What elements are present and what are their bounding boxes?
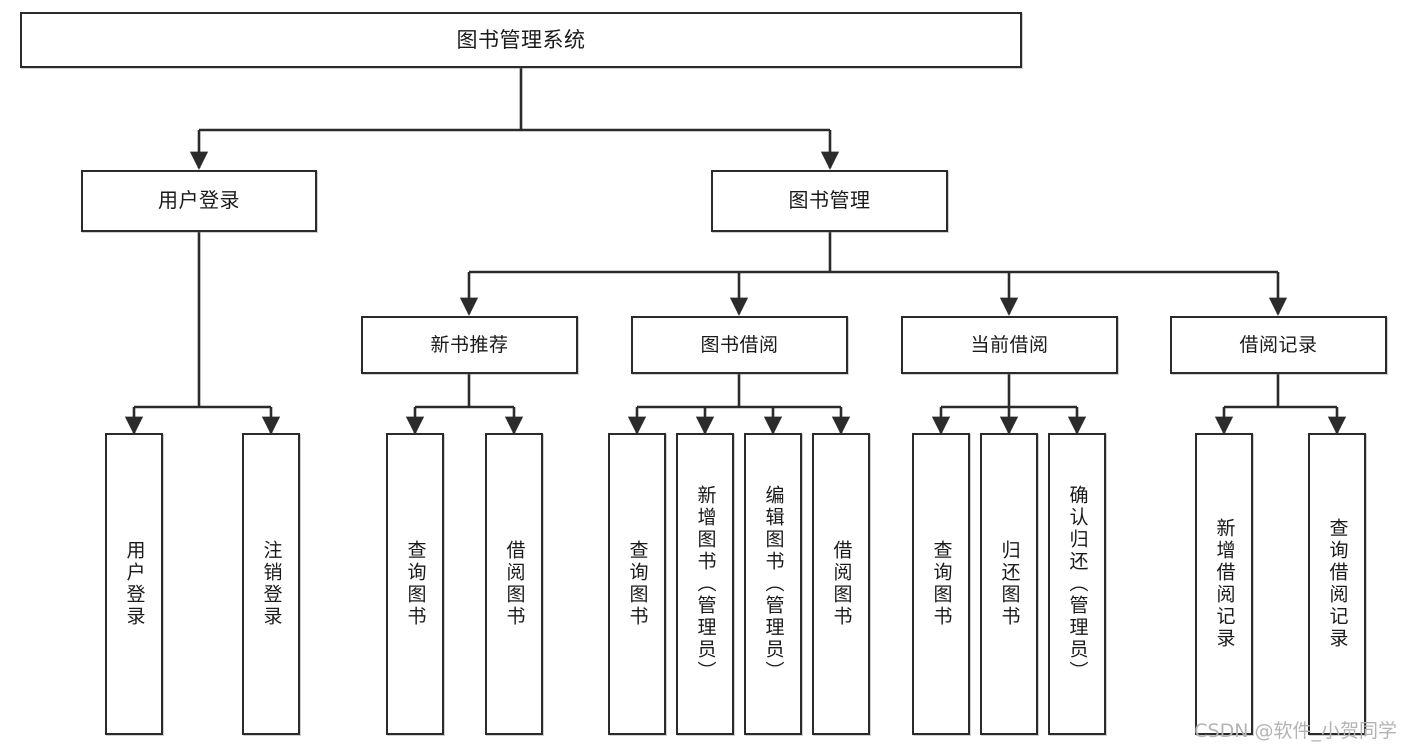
node-label: 借阅图书 [503,540,526,628]
node-label: 查询图书 [626,540,649,628]
node-label: 用户登录 [158,188,240,213]
leaf-current-borrow-confirm-return-admin[interactable]: 确认归还（管理员） [1048,433,1106,735]
leaf-book-borrow-query-book[interactable]: 查询图书 [608,433,666,735]
node-label: 借阅图书 [830,540,853,628]
leaf-book-borrow-borrow-book[interactable]: 借阅图书 [812,433,870,735]
leaf-book-borrow-add-book-admin[interactable]: 新增图书（管理员） [676,433,734,735]
node-label: 新增借阅记录 [1213,518,1236,650]
leaf-borrow-record-query-record[interactable]: 查询借阅记录 [1308,433,1366,735]
leaf-new-book-borrow-book[interactable]: 借阅图书 [485,433,543,735]
leaf-current-borrow-return-book[interactable]: 归还图书 [980,433,1038,735]
leaf-borrow-record-add-record[interactable]: 新增借阅记录 [1195,433,1253,735]
node-book-management[interactable]: 图书管理 [711,170,948,232]
node-label: 用户登录 [123,540,146,628]
csdn-watermark: CSDN @软件_小贺同学 [1194,720,1397,742]
node-label: 确认归还（管理员） [1066,485,1089,683]
node-label: 当前借阅 [970,333,1049,356]
node-label: 图书管理 [788,188,871,213]
node-label: 查询图书 [930,540,953,628]
node-label: 借阅记录 [1239,333,1318,356]
node-label: 图书管理系统 [456,27,586,52]
leaf-user-login-login[interactable]: 用户登录 [105,433,163,735]
node-label: 新增图书（管理员） [694,485,717,683]
leaf-user-login-logout[interactable]: 注销登录 [242,433,300,735]
node-user-login[interactable]: 用户登录 [81,170,317,232]
node-borrow-record[interactable]: 借阅记录 [1170,316,1387,374]
node-current-borrow[interactable]: 当前借阅 [901,316,1118,374]
node-book-borrow[interactable]: 图书借阅 [631,316,848,374]
leaf-current-borrow-query-book[interactable]: 查询图书 [912,433,970,735]
node-root-book-management-system[interactable]: 图书管理系统 [20,12,1022,68]
node-new-book-recommend[interactable]: 新书推荐 [361,316,578,374]
leaf-book-borrow-edit-book-admin[interactable]: 编辑图书（管理员） [744,433,802,735]
node-label: 归还图书 [998,540,1021,628]
leaf-new-book-query-book[interactable]: 查询图书 [386,433,444,735]
node-label: 注销登录 [260,540,283,628]
node-label: 图书借阅 [700,333,779,356]
node-label: 查询借阅记录 [1326,518,1349,650]
node-label: 查询图书 [404,540,427,628]
node-label: 新书推荐 [430,333,509,356]
node-label: 编辑图书（管理员） [762,485,785,683]
